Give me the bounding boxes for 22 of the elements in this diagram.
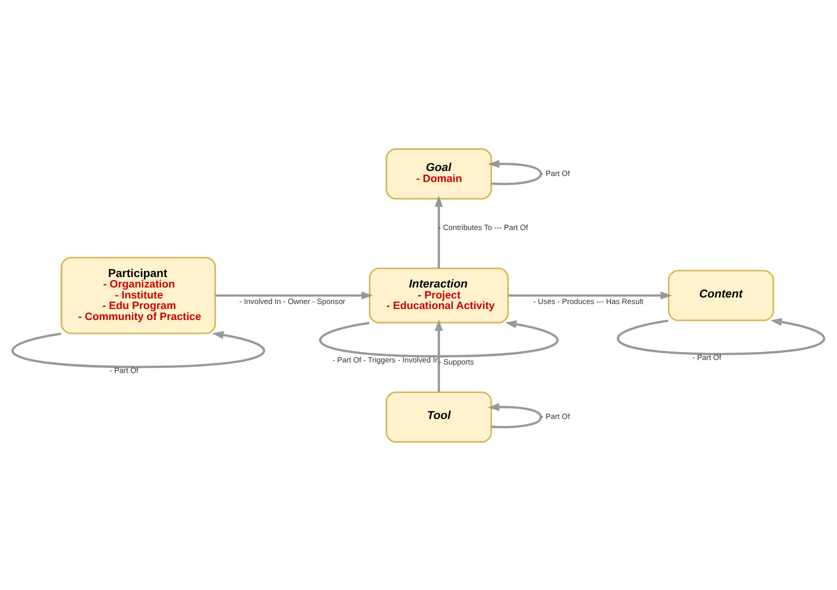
arrow xyxy=(320,320,558,357)
node-box: Participant - Organization - Institute - Edu Program - Community of Practice xyxy=(60,256,216,334)
edge-label: - Part Of xyxy=(541,168,570,178)
edge-label: - Uses - Produces --- Has Result xyxy=(533,296,644,306)
arrow xyxy=(434,318,443,392)
edge-label: - Involved In - Owner - Sponsor xyxy=(239,296,346,306)
arrow xyxy=(215,290,373,300)
arrow xyxy=(508,290,672,300)
arrow xyxy=(617,317,825,355)
node-box: Content xyxy=(668,269,774,321)
edge-label: - Part Of xyxy=(692,352,722,362)
arrow xyxy=(434,194,443,268)
arrow xyxy=(488,159,542,185)
arrow xyxy=(12,330,265,368)
edge-label: - Supports xyxy=(438,357,474,366)
arrow xyxy=(488,402,542,428)
node-box: Goal - Domain xyxy=(386,148,492,200)
node-box: Interaction - Project - Educational Activity xyxy=(368,267,509,323)
node-box: Tool xyxy=(386,390,492,442)
edge-label: - Contributes To --- Part Of xyxy=(438,222,528,232)
edge-label: - Part Of xyxy=(110,366,138,375)
edge-label: - Part Of xyxy=(541,412,570,420)
